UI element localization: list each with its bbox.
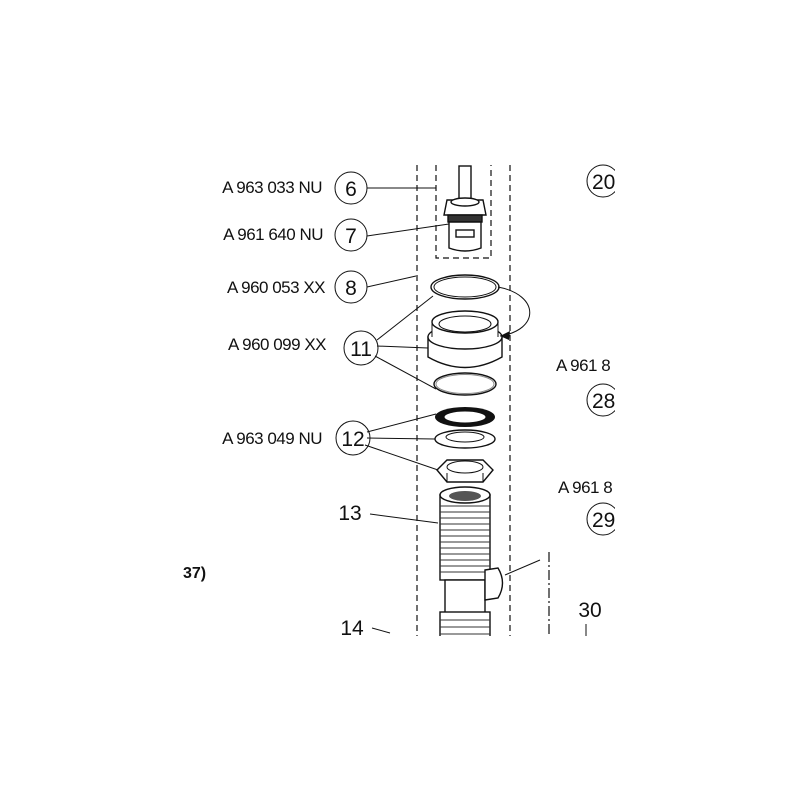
callout-number-30: 30 bbox=[578, 599, 601, 622]
callout-circle-12 bbox=[335, 420, 371, 456]
o-ring-part bbox=[430, 274, 500, 300]
callout-circle-28 bbox=[586, 383, 615, 417]
assembly-arrow bbox=[497, 286, 531, 337]
callout-number-8: 8 bbox=[345, 277, 357, 300]
callout-number-7: 7 bbox=[345, 225, 357, 248]
callout-number-28: 28 bbox=[592, 390, 615, 413]
part-code-12: A 963 049 NU bbox=[222, 429, 322, 448]
callout-circle-20 bbox=[586, 164, 615, 198]
callout-number-29: 29 bbox=[592, 509, 615, 532]
callout-number-20: 20 bbox=[592, 171, 615, 194]
threaded-tee-part bbox=[439, 486, 504, 636]
part-code-28: A 961 8 bbox=[556, 356, 610, 375]
callout-number-11: 11 bbox=[350, 338, 372, 361]
callout-number-14: 14 bbox=[340, 617, 364, 640]
callout-number-6: 6 bbox=[345, 178, 357, 201]
leader-lines bbox=[364, 187, 587, 636]
part-code-7: A 961 640 NU bbox=[223, 225, 323, 244]
part-code-8: A 960 053 XX bbox=[227, 278, 325, 297]
part-code-6: A 963 033 NU bbox=[222, 178, 322, 197]
washer-part bbox=[434, 429, 496, 449]
part-code-29: A 961 8 bbox=[558, 478, 612, 497]
callout-circle-8 bbox=[334, 270, 368, 304]
hex-nut-part bbox=[436, 459, 494, 483]
cartridge-dashed-box bbox=[435, 165, 492, 259]
callout-circle-11 bbox=[343, 330, 379, 366]
o-ring-lower-part bbox=[433, 372, 497, 396]
callout-number-12: 12 bbox=[341, 428, 364, 451]
fragment-text: 37) bbox=[183, 565, 206, 582]
callout-number-13: 13 bbox=[338, 502, 361, 525]
part-code-11: A 960 099 XX bbox=[228, 335, 326, 354]
callout-circle-29 bbox=[586, 502, 615, 536]
callout-circle-7 bbox=[334, 218, 368, 252]
ring-body-part bbox=[427, 310, 503, 369]
cartridge-part bbox=[443, 165, 487, 252]
callout-circle-6 bbox=[334, 171, 368, 205]
